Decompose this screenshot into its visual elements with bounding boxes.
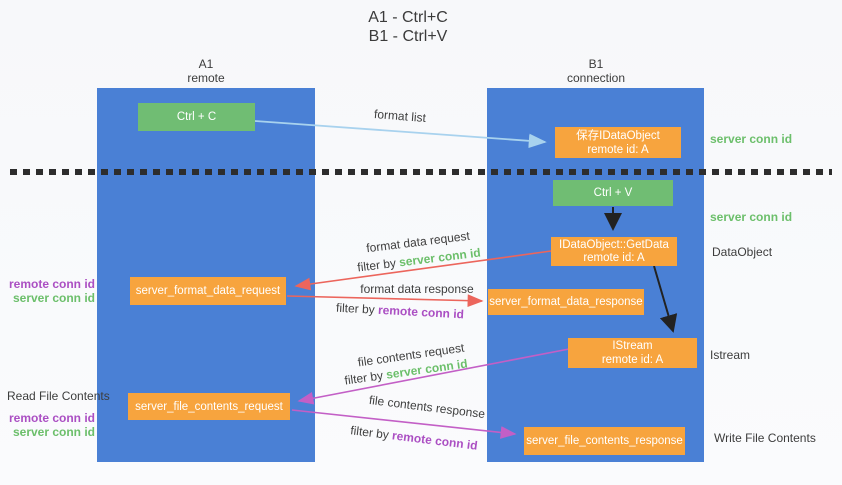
label-format-data-response-filter: filter by remote conn id <box>336 301 465 322</box>
label-file-contents-request-filter: filter by server conn id <box>344 356 469 387</box>
label-remote-conn-id-top-left: remote conn id <box>8 277 95 291</box>
lifeline-right-role: connection <box>566 71 626 85</box>
machine-separator-line <box>10 169 832 175</box>
lifeline-header-left: A1 remote <box>187 57 224 85</box>
box-server-file-contents-response: server_file_contents_response <box>524 427 685 455</box>
label-file-contents-request: file contents request <box>357 341 465 370</box>
box-server-file-contents-response-label: server_file_contents_response <box>526 435 683 447</box>
label-format-data-request: format data request <box>366 229 471 256</box>
box-idataobject-getdata-line2: remote id: A <box>583 251 645 264</box>
box-idataobject-getdata-line1: IDataObject::GetData <box>559 238 669 251</box>
label-file-contents-response: file contents response <box>368 393 486 421</box>
filter-key-remote-conn-id: remote conn id <box>377 302 465 322</box>
filter-key-server-conn-id: server conn id <box>398 245 482 270</box>
box-save-idataobject: 保存IDataObject remote id: A <box>555 127 681 158</box>
box-ctrl-v: Ctrl + V <box>553 180 673 206</box>
arrow-format-data-response <box>286 294 484 308</box>
box-server-file-contents-request: server_file_contents_request <box>128 393 290 420</box>
label-server-conn-id-bottom-left: server conn id <box>12 425 95 439</box>
box-server-format-data-response-label: server_format_data_response <box>489 296 643 308</box>
label-dataobject: DataObject <box>712 245 773 259</box>
label-read-file-contents: Read File Contents <box>7 389 110 403</box>
label-format-data-request-text: format data request <box>365 228 471 256</box>
box-server-format-data-request: server_format_data_request <box>130 277 286 305</box>
filter-prefix: filter by <box>343 367 388 388</box>
box-ctrl-c-label: Ctrl + C <box>176 111 217 123</box>
label-istream: Istream <box>710 348 751 362</box>
filter-key-remote-conn-id: remote conn id <box>391 428 479 453</box>
box-istream-line1: IStream <box>612 340 653 352</box>
box-save-idataobject-line2: remote id: A <box>587 143 649 156</box>
box-server-format-data-request-label: server_format_data_request <box>135 285 281 297</box>
label-file-contents-response-text: file contents response <box>368 392 486 422</box>
filter-key-server-conn-id: server conn id <box>385 356 469 382</box>
label-format-data-response: format data response <box>360 282 473 296</box>
box-istream: IStream remote id: A <box>568 338 697 368</box>
lifeline-header-right: B1 connection <box>567 57 625 85</box>
box-idataobject-getdata: IDataObject::GetData remote id: A <box>551 237 677 266</box>
conn-id-stack-top-left: remote conn id server conn id <box>0 277 95 305</box>
label-server-conn-id-mid-right: server conn id <box>710 210 793 224</box>
label-write-file-contents: Write File Contents <box>714 431 816 445</box>
box-server-file-contents-request-label: server_file_contents_request <box>135 400 283 413</box>
box-ctrl-v-label: Ctrl + V <box>593 187 633 199</box>
box-server-format-data-response: server_format_data_response <box>488 289 644 315</box>
label-format-data-request-filter: filter by server conn id <box>357 245 482 274</box>
label-server-conn-id-top-right: server conn id <box>710 132 793 146</box>
label-format-data-response-text: format data response <box>360 282 474 296</box>
lifeline-left-name: A1 <box>198 57 214 71</box>
box-save-idataobject-line1: 保存IDataObject <box>576 129 660 142</box>
box-ctrl-c: Ctrl + C <box>138 103 255 131</box>
lifeline-right-name: B1 <box>588 57 604 71</box>
label-format-list-text: format list <box>373 106 427 126</box>
label-file-contents-request-text: file contents request <box>356 340 466 370</box>
diagram-title: A1 - Ctrl+C B1 - Ctrl+V <box>368 8 448 46</box>
conn-id-stack-bottom-left: remote conn id server conn id <box>0 411 95 439</box>
lifeline-left-role: remote <box>187 71 225 85</box>
filter-prefix: filter by <box>349 423 394 443</box>
label-remote-conn-id-bottom-left: remote conn id <box>8 411 95 425</box>
label-file-contents-response-filter: filter by remote conn id <box>350 423 479 452</box>
label-server-conn-id-top-left: server conn id <box>12 291 95 305</box>
label-format-list: format list <box>374 107 427 125</box>
filter-prefix: filter by <box>356 255 400 275</box>
title-line-1: A1 - Ctrl+C <box>368 9 448 26</box>
title-line-2: B1 - Ctrl+V <box>368 28 448 45</box>
filter-prefix: filter by <box>335 300 379 317</box>
arrow-file-contents-response <box>291 409 517 439</box>
box-istream-line2: remote id: A <box>601 354 664 366</box>
